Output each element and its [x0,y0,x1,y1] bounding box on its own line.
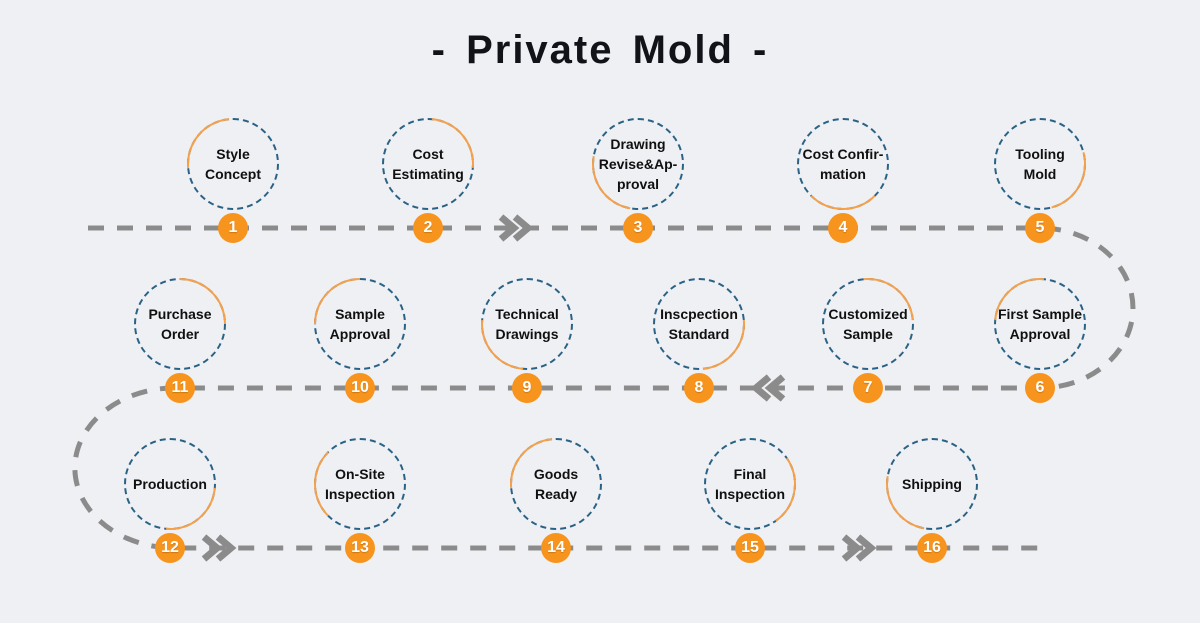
step-label: Shipping [902,475,962,492]
step-drawing-revise-approval: Drawing Revise&Ap- proval 3 [573,99,703,250]
step-tooling-mold: Tooling Mold 5 [977,101,1103,250]
step-number-badge: 1 [218,213,248,243]
step-number-badge: 3 [623,213,653,243]
step-style-concept: Style Concept 1 [168,99,298,250]
step-number-badge: 10 [345,373,375,403]
step-circle: Goods Ready [491,419,621,549]
step-circle: Cost Confir- mation [797,118,889,210]
step-circle: Sample Approval [294,258,426,390]
step-technical-drawings: Technical Drawings 9 [462,259,592,410]
step-number-badge: 12 [155,533,185,563]
step-number-badge: 9 [512,373,542,403]
step-number-badge: 15 [735,533,765,563]
step-circle: Style Concept [168,99,298,229]
step-label: Cost Estimating [392,145,464,182]
step-label: First Sample Approval [997,305,1083,342]
step-label: Final Inspection [714,465,785,502]
step-label: Tooling Mold [1015,145,1065,182]
step-label: Goods Ready [533,465,579,502]
step-number-badge: 13 [345,533,375,563]
step-circle: On-Site Inspection [314,438,406,530]
step-cost-confirmation: Cost Confir- mation 4 [793,118,893,250]
step-label: Style Concept [205,145,261,182]
step-circle: Inscpection Standard [634,259,764,389]
step-number-badge: 8 [684,373,714,403]
step-number-badge: 16 [917,533,947,563]
step-circle: Drawing Revise&Ap- proval [573,99,703,229]
step-production: Production 12 [105,419,235,570]
step-label: Technical Drawings [495,305,559,342]
step-circle: Customized Sample [803,259,933,389]
step-label: Purchase Order [148,305,212,342]
step-goods-ready: Goods Ready 14 [491,419,621,570]
step-circle: Final Inspection [696,430,804,538]
step-label: Drawing Revise&Ap- proval [598,135,678,193]
chevron-right-icon [498,214,534,242]
step-label: On-Site Inspection [324,465,395,502]
step-circle: First Sample Approval [975,259,1105,389]
step-on-site-inspection: On-Site Inspection 13 [310,438,410,570]
step-sample-approval: Sample Approval 10 [294,258,426,410]
step-inspection-standard: Inscpection Standard 8 [634,259,764,410]
step-circle: Technical Drawings [462,259,592,389]
step-circle: Tooling Mold [977,101,1103,227]
step-purchase-order: Purchase Order 11 [114,258,246,410]
step-circle: Production [105,419,235,549]
step-circle: Shipping [867,419,997,549]
step-shipping: Shipping 16 [867,419,997,570]
step-cost-estimating: Cost Estimating 2 [363,99,493,250]
chevron-right-icon [841,534,877,562]
step-customized-sample: Customized Sample 7 [803,259,933,410]
flow-dashed-line [72,225,1136,551]
chevron-left-icon [750,374,786,402]
step-final-inspection: Final Inspection 15 [696,430,804,570]
step-first-sample-approval: First Sample Approval 6 [975,259,1105,410]
step-number-badge: 6 [1025,373,1055,403]
step-number-badge: 7 [853,373,883,403]
step-label: Inscpection Standard [660,305,738,342]
step-circle: Cost Estimating [363,99,493,229]
diagram-title: - Private Mold - [431,28,769,72]
step-number-badge: 5 [1025,213,1055,243]
step-label: Sample Approval [329,305,391,342]
chevron-right-icon [201,534,237,562]
step-label: Cost Confir- mation [802,145,884,182]
step-number-badge: 11 [165,373,195,403]
step-label: Customized Sample [828,305,908,342]
step-number-badge: 2 [413,213,443,243]
step-label: Production [133,475,207,492]
step-number-badge: 14 [541,533,571,563]
step-number-badge: 4 [828,213,858,243]
step-circle: Purchase Order [114,258,246,390]
